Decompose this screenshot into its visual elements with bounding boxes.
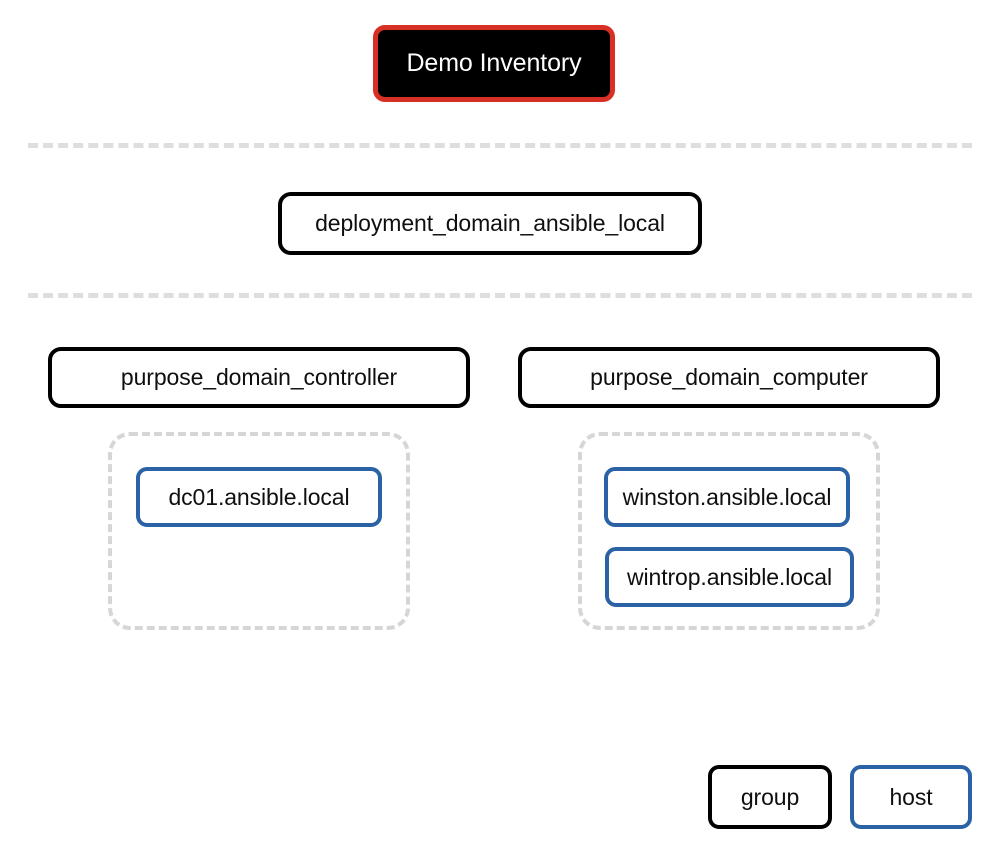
host-container-purpose-domain-computer [578,432,880,630]
host-container-purpose-domain-controller [108,432,410,630]
host-node-winston[interactable]: winston.ansible.local [604,467,850,527]
tier-separator-root-deployment [28,143,972,148]
group-node-purpose-domain-controller[interactable]: purpose_domain_controller [48,347,470,408]
group-node-deployment-domain-ansible-local[interactable]: deployment_domain_ansible_local [278,192,702,255]
host-node-wintrop[interactable]: wintrop.ansible.local [605,547,854,607]
group-node-purpose-domain-computer[interactable]: purpose_domain_computer [518,347,940,408]
legend-swatch-group: group [708,765,832,829]
inventory-root-node[interactable]: Demo Inventory [373,25,615,102]
tier-separator-deployment-purpose [28,293,972,298]
legend: group host [708,765,972,829]
legend-swatch-host: host [850,765,972,829]
host-node-dc01[interactable]: dc01.ansible.local [136,467,382,527]
